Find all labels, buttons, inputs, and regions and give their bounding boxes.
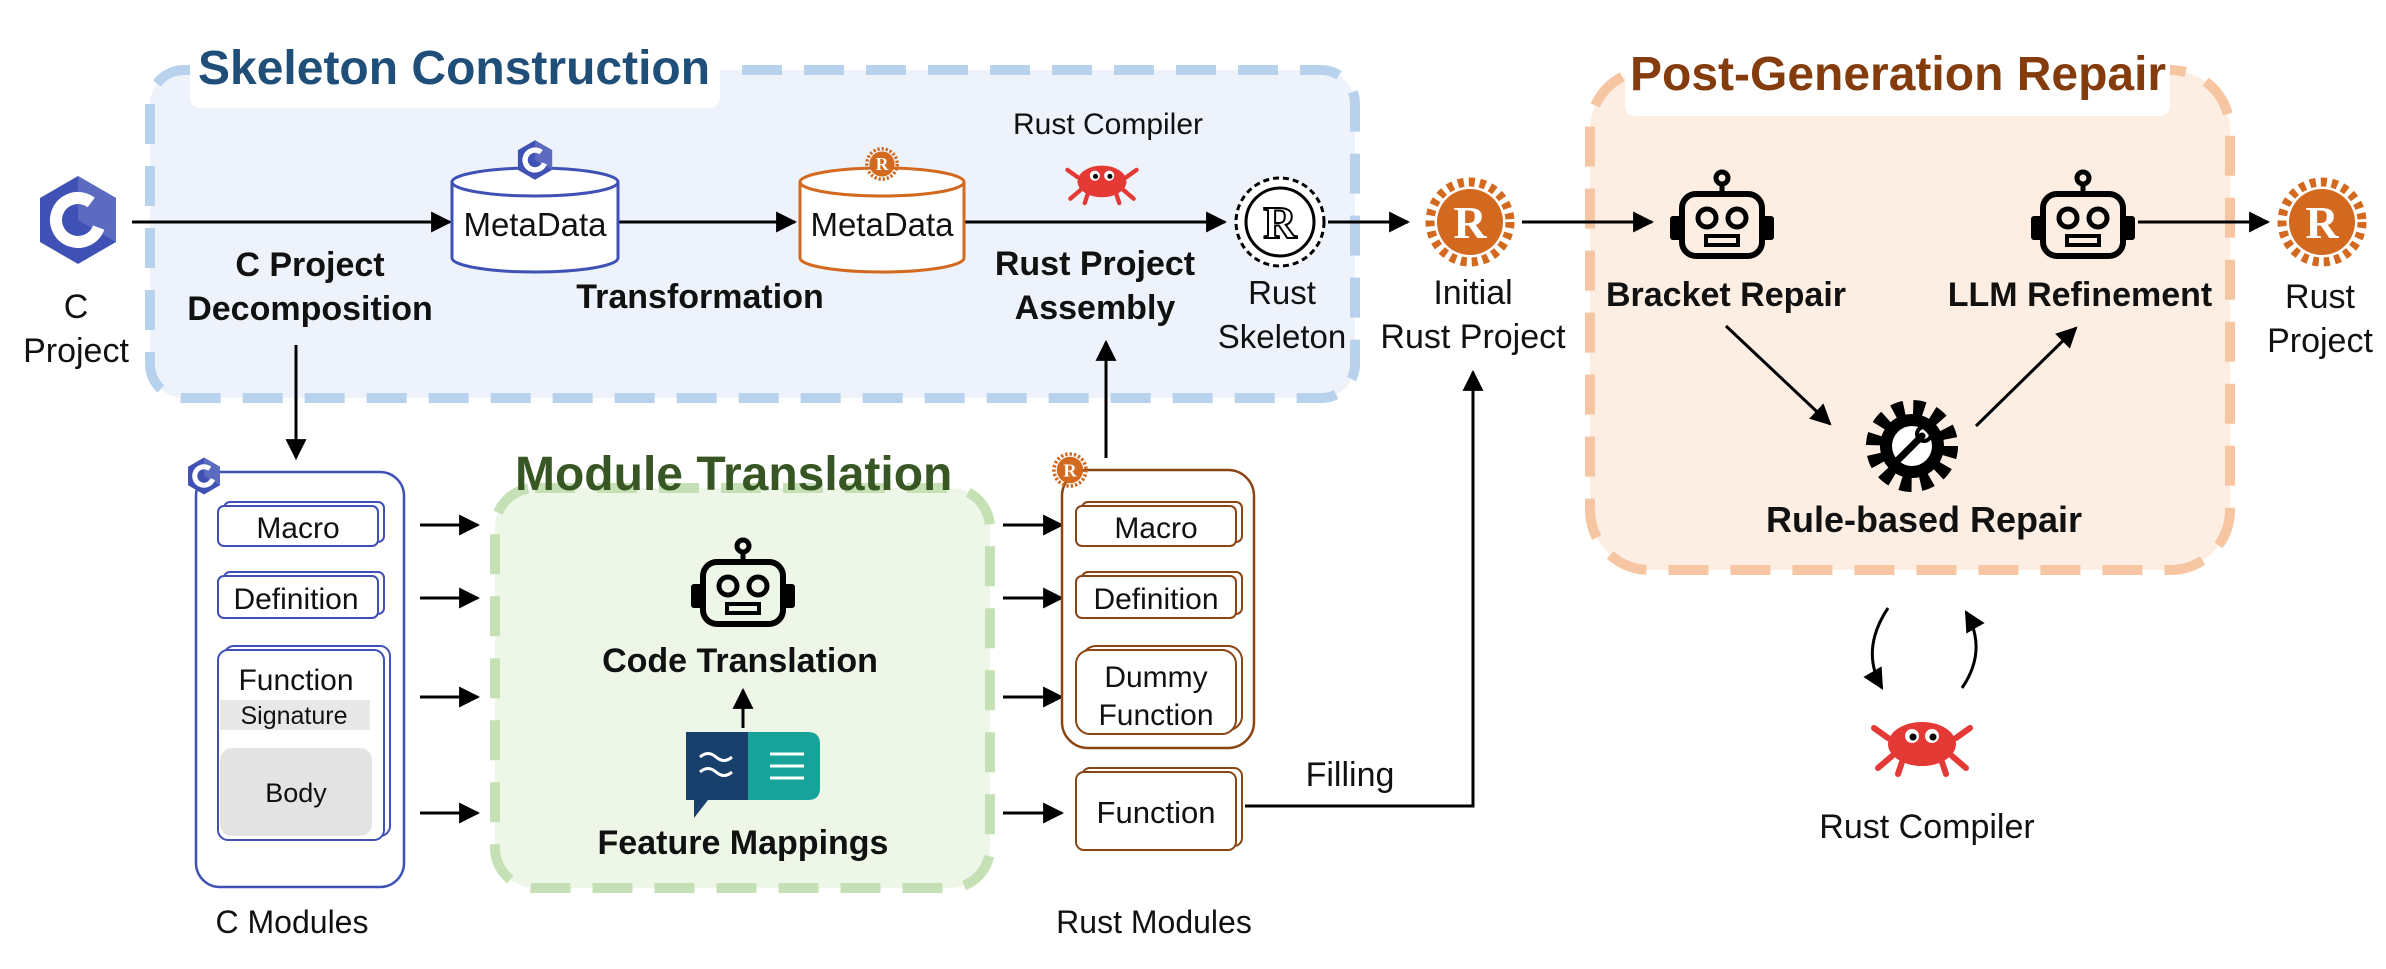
skeleton-construction-title: Skeleton Construction: [198, 42, 710, 95]
c-definition-label: Definition: [233, 583, 358, 616]
rust-definition-label: Definition: [1093, 583, 1218, 616]
rust-dummy-label-1: Dummy: [1104, 661, 1207, 694]
code-translation-label: Code Translation: [602, 642, 878, 680]
rust-macro-label: Macro: [1114, 512, 1197, 545]
skeleton-title-bg: [190, 22, 720, 108]
c-macro-label: Macro: [256, 512, 339, 545]
arrow-rule-to-llm: [1974, 326, 2078, 428]
post-generation-repair-title: Post-Generation Repair: [1630, 48, 2166, 101]
output-label-2: Project: [2267, 322, 2373, 360]
arrow-loop-up: [1960, 610, 1985, 689]
arrow-loop-down: [1863, 607, 1890, 690]
output-label-1: Rust: [2285, 278, 2355, 316]
rust-modules-caption: Rust Modules: [1056, 904, 1252, 940]
c-project-label-1: C: [64, 288, 89, 326]
rust-dummy-card: [1075, 649, 1237, 735]
rust-skeleton-label-2: Skeleton: [1218, 318, 1346, 355]
rust-macro-card: [1075, 505, 1237, 547]
metadata-c-cylinder: [450, 166, 620, 274]
c-definition-card: [217, 575, 379, 619]
rust-definition-card: [1075, 575, 1237, 619]
c-body-block: [220, 748, 372, 836]
crab-icon-bottom: [1874, 722, 1970, 774]
c-signature-label: Signature: [240, 702, 347, 730]
svg-text:R: R: [1263, 197, 1297, 248]
llm-refinement-label: LLM Refinement: [1948, 276, 2212, 314]
rust-dummy-label-2: Function: [1098, 699, 1213, 732]
arrow-filling: [1245, 369, 1484, 808]
c-body-label: Body: [265, 778, 327, 808]
feature-mappings-label: Feature Mappings: [598, 824, 889, 862]
c-macro-card: [217, 505, 379, 547]
rule-based-repair-label: Rule-based Repair: [1766, 499, 2082, 540]
transformation-label: Transformation: [576, 278, 823, 316]
rust-function-label: Function: [1097, 795, 1216, 830]
module-translation-title: Module Translation: [515, 448, 952, 501]
post-generation-repair-box: [1585, 65, 2235, 575]
decomposition-label-2: Decomposition: [187, 290, 433, 328]
initial-project-label-1: Initial: [1433, 274, 1512, 312]
rust-compiler-label-bottom: Rust Compiler: [1819, 808, 2034, 846]
c-modules-caption: C Modules: [216, 904, 369, 940]
gear-wrench-icon: [1866, 400, 1958, 492]
c-signature-block: [220, 700, 370, 730]
assembly-label-1: Rust Project: [995, 245, 1195, 283]
bracket-repair-label: Bracket Repair: [1606, 276, 1846, 314]
skeleton-construction-box: [145, 65, 1360, 403]
assembly-label-2: Assembly: [1015, 289, 1176, 327]
c-project-icon: [40, 176, 116, 264]
initial-rust-project-icon: [1430, 182, 1510, 262]
rust-compiler-label-top: Rust Compiler: [1013, 108, 1203, 141]
metadata-rust-label: MetaData: [810, 206, 954, 243]
initial-project-label-2: Rust Project: [1380, 318, 1566, 356]
decomposition-label-1: C Project: [235, 246, 384, 284]
c-function-label: Function: [238, 664, 353, 697]
rust-function-card: [1075, 771, 1237, 851]
metadata-c-label: MetaData: [463, 206, 607, 243]
repair-title-bg: [1625, 30, 2170, 116]
c-project-label-2: Project: [23, 332, 129, 370]
rust-skeleton-icon: R: [1234, 176, 1326, 268]
filling-label: Filling: [1306, 756, 1395, 794]
feature-mappings-icon: [686, 732, 820, 818]
rust-skeleton-label-1: Rust: [1248, 274, 1316, 311]
arrow-bracket-to-rule: [1724, 324, 1832, 426]
rust-project-output-icon: [2282, 182, 2362, 262]
